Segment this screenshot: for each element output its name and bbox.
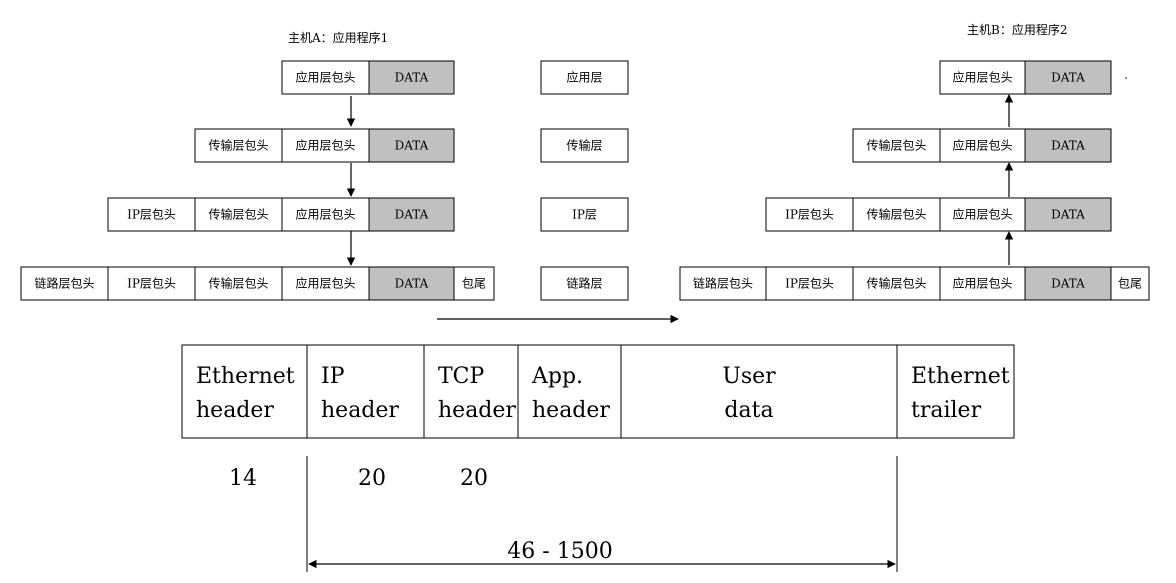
cell-trailer-box bbox=[453, 266, 495, 301]
frame-field-1-line1: IP bbox=[321, 364, 345, 389]
cell-data-label: DATA bbox=[395, 277, 429, 291]
layer-label-transport: 传输层 bbox=[566, 138, 602, 153]
cell-data-box bbox=[1024, 266, 1112, 301]
cell-data-label: DATA bbox=[1051, 277, 1085, 291]
cell-transport-header-label: 传输层包头 bbox=[866, 138, 926, 153]
cell-transport-header-label: 传输层包头 bbox=[866, 276, 926, 291]
cell-app-header-label: 应用层包头 bbox=[295, 138, 355, 153]
cell-app-header-label: 应用层包头 bbox=[295, 276, 355, 291]
frame-field-3-line2: header bbox=[532, 398, 610, 423]
cell-app-header-label: 应用层包头 bbox=[952, 207, 1012, 222]
cell-transport-header-box bbox=[852, 197, 941, 232]
cell-data-label: DATA bbox=[1051, 71, 1085, 85]
cell-ip-header-label: IP层包头 bbox=[127, 277, 176, 291]
frame-field-2-line1: TCP bbox=[438, 364, 485, 389]
cell-app-header-label: 应用层包头 bbox=[295, 70, 355, 85]
cell-link-header-box bbox=[20, 266, 109, 301]
frame-field-5-line1: Ethernet bbox=[911, 364, 1010, 389]
host-a-transport-row: 传输层包头 应用层包头 DATA bbox=[194, 128, 455, 163]
cell-data-box bbox=[368, 266, 455, 301]
cell-app-header-box bbox=[281, 197, 370, 232]
cell-app-header-box bbox=[939, 128, 1026, 163]
frame-field-5-line2: trailer bbox=[911, 398, 982, 423]
frame-field-3-line1: App. bbox=[531, 364, 583, 389]
cell-app-header-label: 应用层包头 bbox=[952, 138, 1012, 153]
cell-data-box bbox=[1024, 197, 1112, 232]
layer-box-application bbox=[540, 60, 629, 95]
frame-field-4-line2: data bbox=[724, 398, 773, 423]
cell-transport-header-box bbox=[194, 266, 283, 301]
cell-transport-header-label: 传输层包头 bbox=[866, 207, 926, 222]
cell-link-header-label: 链路层包头 bbox=[693, 276, 753, 291]
cell-data-box bbox=[368, 60, 455, 95]
cell-data-box bbox=[1024, 60, 1112, 95]
layer-label-ip: IP层 bbox=[572, 208, 597, 222]
size-ip-header: 20 bbox=[358, 466, 386, 491]
cell-ip-header-label: IP层包头 bbox=[127, 208, 176, 222]
cell-trailer-box bbox=[1110, 266, 1150, 301]
cell-transport-header-box bbox=[194, 128, 283, 163]
host-b-ip-row: IP层包头 传输层包头 应用层包头 DATA bbox=[765, 197, 1112, 232]
cell-app-header-box bbox=[939, 60, 1026, 95]
cell-data-box bbox=[1024, 128, 1112, 163]
ethernet-frame: Ethernet header IP header TCP header App. heade… bbox=[181, 344, 1015, 439]
frame-field-2-line2: header bbox=[438, 398, 516, 423]
cell-trailer-label: 包尾 bbox=[1118, 277, 1142, 291]
cell-app-header-box bbox=[939, 266, 1026, 301]
frame-field-4-line1: User bbox=[722, 364, 776, 389]
frame-outline bbox=[181, 344, 1015, 439]
frame-field-0-line2: header bbox=[196, 398, 274, 423]
size-payload-range: 46 - 1500 bbox=[507, 539, 612, 564]
host-b-link-row: 链路层包头 IP层包头 传输层包头 应用层包头 DATA 包尾 bbox=[679, 266, 1150, 301]
cell-transport-header-label: 传输层包头 bbox=[208, 138, 268, 153]
layer-label-link: 链路层 bbox=[566, 276, 602, 291]
cell-data-label: DATA bbox=[1051, 208, 1085, 222]
host-b-transport-row: 传输层包头 应用层包头 DATA bbox=[852, 128, 1112, 163]
size-ethernet-header: 14 bbox=[229, 466, 257, 491]
host-b-title: 主机B：应用程序2 bbox=[967, 22, 1067, 37]
cell-app-header-box bbox=[281, 266, 370, 301]
cell-transport-header-label: 传输层包头 bbox=[208, 207, 268, 222]
cell-app-header-label: 应用层包头 bbox=[952, 70, 1012, 85]
cell-ip-header-label: IP层包头 bbox=[785, 208, 834, 222]
cell-transport-header-box bbox=[852, 128, 941, 163]
cell-data-label: DATA bbox=[395, 139, 429, 153]
layer-box-ip bbox=[540, 197, 629, 232]
cell-transport-header-box bbox=[194, 197, 283, 232]
cell-app-header-box bbox=[939, 197, 1026, 232]
cell-ip-header-box bbox=[107, 197, 196, 232]
cell-data-label: DATA bbox=[395, 208, 429, 222]
frame-field-0-line1: Ethernet bbox=[196, 364, 295, 389]
frame-field-1-line2: header bbox=[321, 398, 399, 423]
layer-label-application: 应用层 bbox=[566, 70, 602, 85]
host-a-app-row: 应用层包头 DATA bbox=[281, 60, 455, 95]
layer-box-link bbox=[540, 266, 629, 301]
cell-ip-header-box bbox=[765, 197, 854, 232]
cell-ip-header-label: IP层包头 bbox=[785, 277, 834, 291]
host-b-app-row: 应用层包头 DATA bbox=[939, 60, 1112, 95]
cell-link-header-label: 链路层包头 bbox=[34, 276, 94, 291]
cell-data-box bbox=[368, 128, 455, 163]
cell-transport-header-label: 传输层包头 bbox=[208, 276, 268, 291]
cell-link-header-box bbox=[679, 266, 767, 301]
cell-trailer-label: 包尾 bbox=[462, 277, 486, 291]
cell-data-box bbox=[368, 197, 455, 232]
cell-app-header-label: 应用层包头 bbox=[952, 276, 1012, 291]
size-tcp-header: 20 bbox=[460, 466, 488, 491]
cell-data-label: DATA bbox=[1051, 139, 1085, 153]
host-a-ip-row: IP层包头 传输层包头 应用层包头 DATA bbox=[107, 197, 455, 232]
layer-box-transport bbox=[540, 128, 629, 163]
cell-transport-header-box bbox=[852, 266, 941, 301]
cell-data-label: DATA bbox=[395, 71, 429, 85]
stray-dot bbox=[1125, 77, 1127, 79]
cell-app-header-box bbox=[281, 60, 370, 95]
host-a-link-row: 链路层包头 IP层包头 传输层包头 应用层包头 DATA 包尾 bbox=[20, 266, 495, 301]
host-a-title: 主机A：应用程序1 bbox=[288, 30, 388, 45]
cell-app-header-label: 应用层包头 bbox=[295, 207, 355, 222]
